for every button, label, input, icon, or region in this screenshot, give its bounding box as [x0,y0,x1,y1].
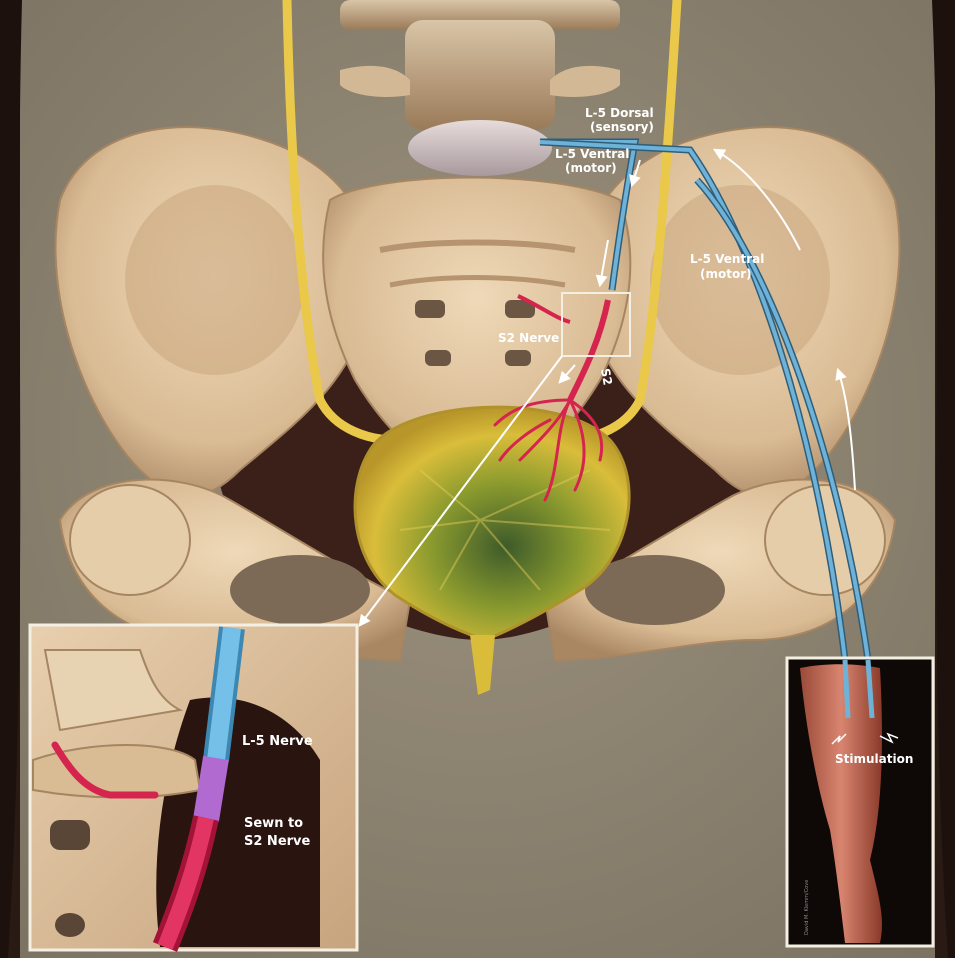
label-s2-nerve: S2 Nerve [498,331,559,345]
label-l5-ventral-right-sub: (motor) [700,267,752,281]
sacral-foramen [415,300,445,318]
label-l5-ventral-top-sub: (motor) [565,161,617,175]
label-inset-sewn: Sewn to [244,816,303,831]
femoral-head-left [70,485,190,595]
label-l5-dorsal-sub: (sensory) [590,120,654,134]
inset-graft-segment [206,758,216,820]
label-stimulation: Stimulation [835,752,913,766]
intervertebral-disc [408,120,552,176]
obturator-foramen-left [230,555,370,625]
iliac-fossa-left [125,185,305,375]
sacral-foramen [425,350,451,366]
label-l5-dorsal: L-5 Dorsal [585,106,654,120]
label-inset-sewn-sub: S2 Nerve [244,834,311,849]
vertebra-l5-body [405,20,555,130]
label-l5-ventral-top: L-5 Ventral [555,147,629,161]
label-s2: S2 [598,367,615,386]
artist-signature: David M. Klemm/Cove [804,880,810,935]
label-inset-l5-nerve: L-5 Nerve [242,734,313,749]
inset-suture-detail: L-5 Nerve Sewn to S2 Nerve [30,625,357,950]
inset-foramen [55,913,85,937]
sacral-foramen [505,350,531,366]
label-l5-ventral-right: L-5 Ventral [690,252,764,266]
inset-foramen [50,820,90,850]
inset-l5-dorsal [845,660,848,718]
inset-stimulation-detail: Stimulation David M. Klemm/Cove [787,658,933,946]
